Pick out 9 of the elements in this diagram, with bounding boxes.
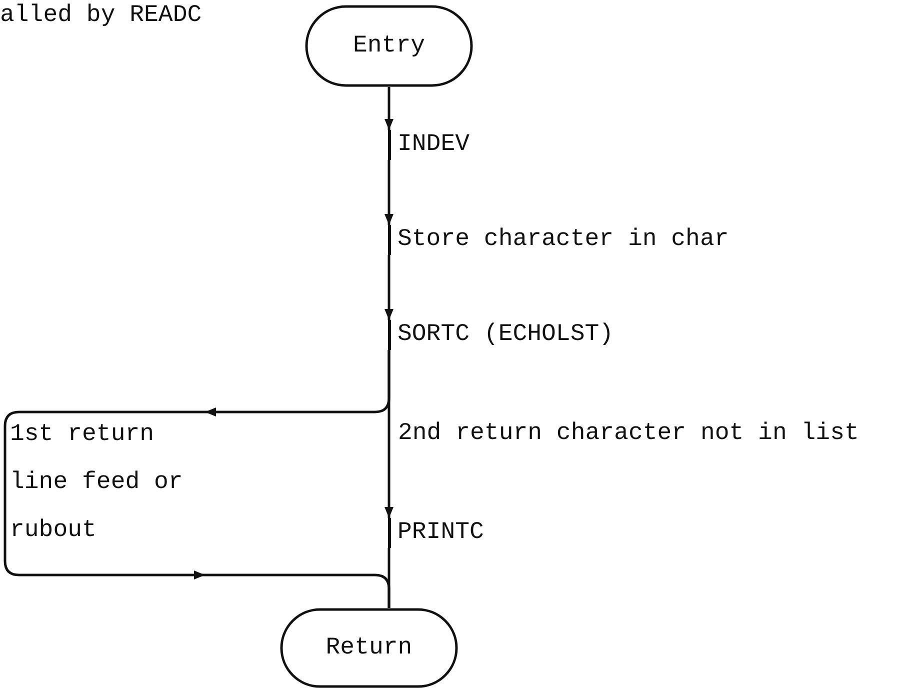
branch-label: 1st return line feed or rubout: [5, 411, 185, 555]
step-label: Store character in char: [388, 225, 729, 255]
step-label: SORTC (ECHOLST): [388, 320, 614, 350]
branch-label: 2nd return character not in list: [398, 420, 859, 447]
terminal-box: Return: [280, 608, 458, 688]
terminal-box: Entry: [305, 5, 473, 87]
step-label: INDEV: [388, 130, 470, 160]
step-label: PRINTC: [388, 518, 484, 548]
caption-text: alled by READC: [0, 2, 202, 29]
